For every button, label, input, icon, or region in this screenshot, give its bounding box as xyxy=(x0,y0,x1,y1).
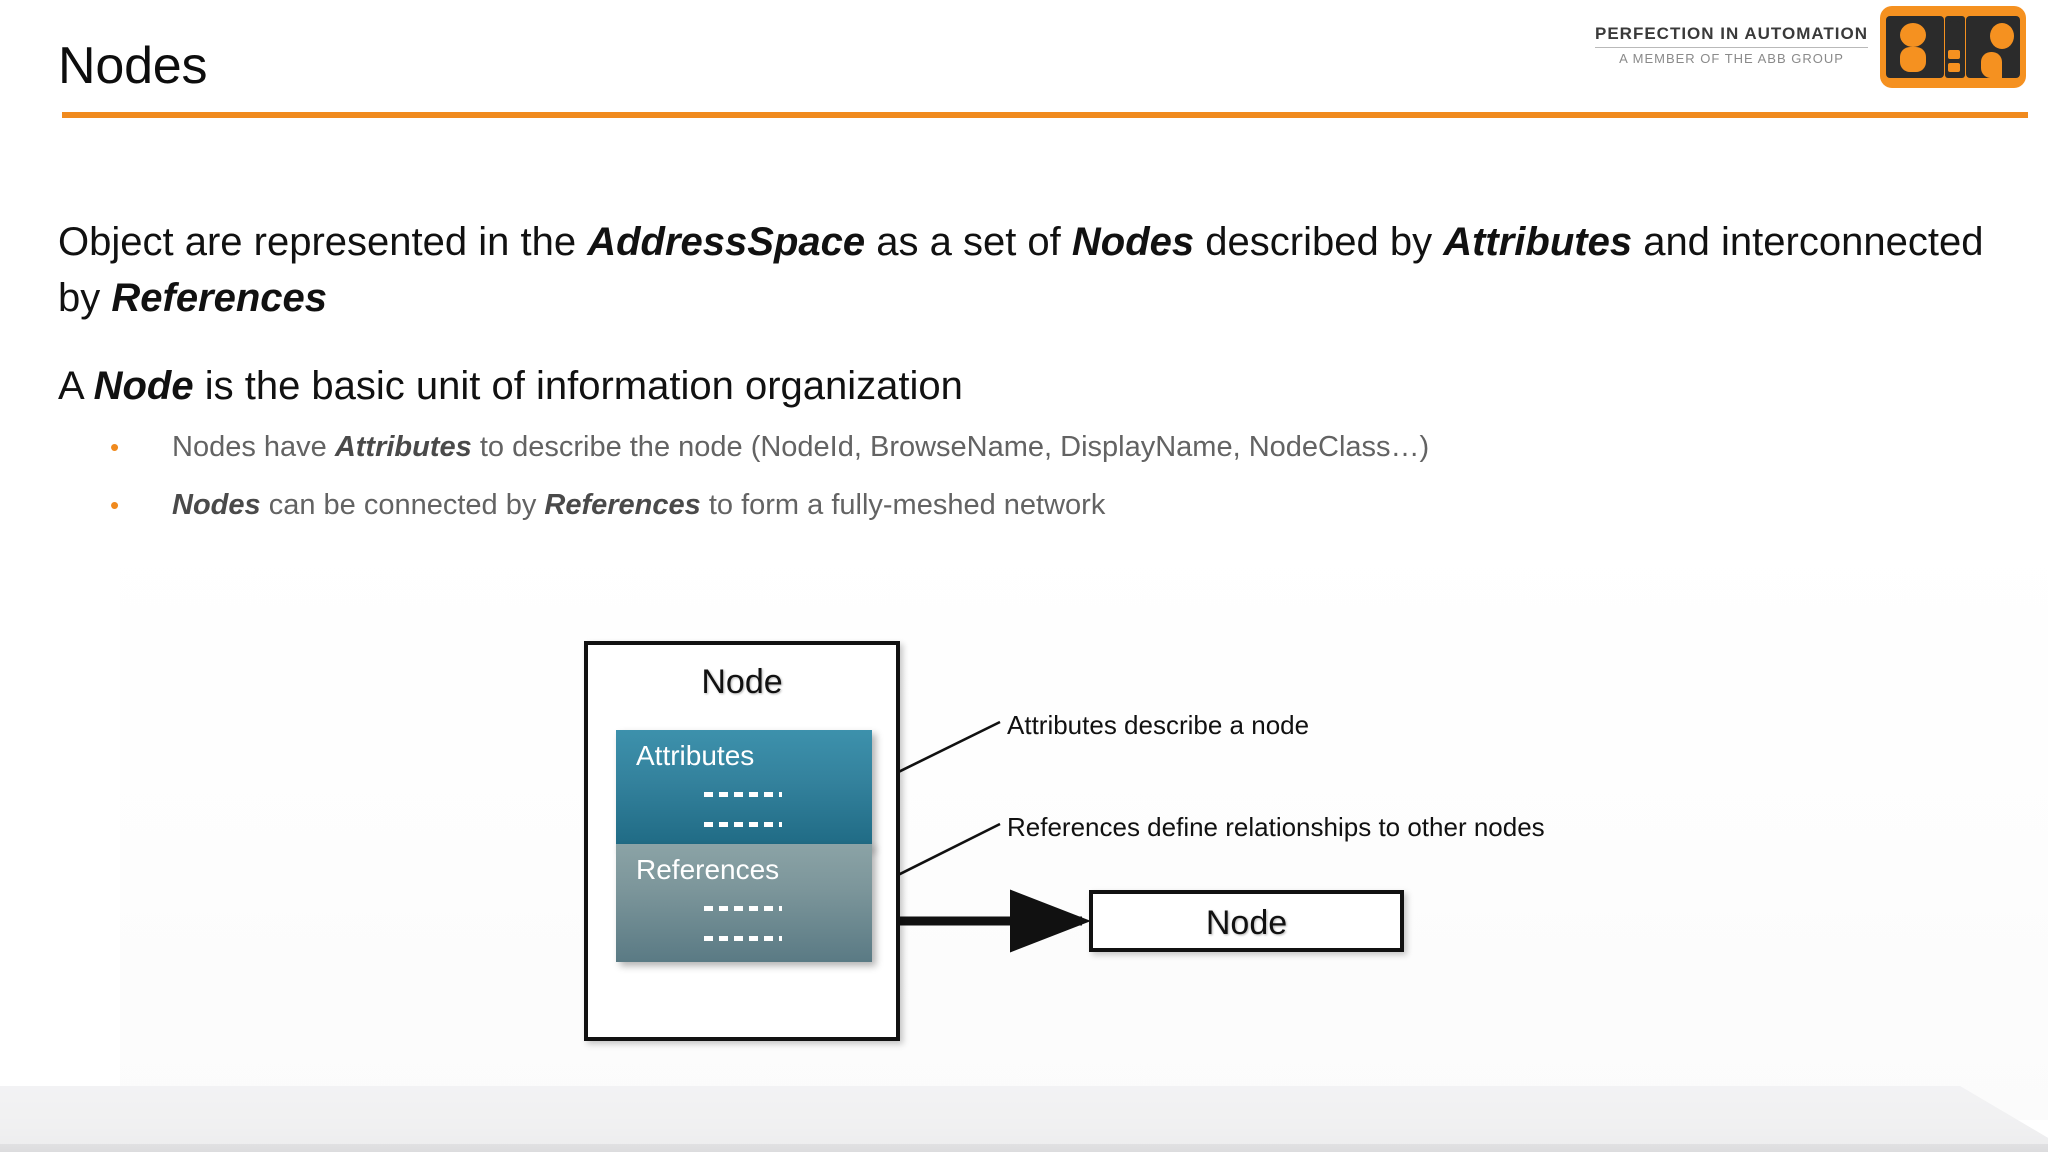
emphasis-term: Attributes xyxy=(334,431,472,463)
definition-paragraph: A Node is the basic unit of information … xyxy=(58,358,1988,414)
references-box-label: References xyxy=(636,854,780,885)
target-node-box: Node xyxy=(1089,890,1404,952)
body-text-run: to describe the node (NodeId, BrowseName… xyxy=(471,431,1430,463)
emphasis-term: Nodes xyxy=(172,489,261,521)
emphasis-term: Node xyxy=(93,364,194,408)
list-item: • Nodes have Attributes to describe the n… xyxy=(110,428,1910,466)
list-item: • Nodes can be connected by References to… xyxy=(110,486,1910,524)
target-node-label: Node xyxy=(1205,904,1288,942)
references-box: References xyxy=(616,844,872,962)
body-text-run: to form a fully-meshed network xyxy=(700,489,1106,521)
body-text-run: A xyxy=(58,364,94,408)
emphasis-term: Attributes xyxy=(1443,220,1633,264)
br-logo-icon xyxy=(1882,8,2024,86)
intro-paragraph: Object are represented in the AddressSpa… xyxy=(58,214,1988,326)
attributes-placeholder-line-1 xyxy=(704,792,782,797)
emphasis-term: AddressSpace xyxy=(587,220,866,264)
body-text-run: is the basic unit of information organiz… xyxy=(193,364,963,408)
body-text-run: described by xyxy=(1194,220,1444,264)
node-container-box: Node Attributes References xyxy=(584,641,900,1041)
attributes-box-label: Attributes xyxy=(636,740,755,771)
page-title: Nodes xyxy=(58,37,208,95)
logo-divider xyxy=(1594,47,1868,48)
attributes-placeholder-line-2 xyxy=(704,822,782,827)
body-text-run: Object are represented in the xyxy=(58,220,588,264)
body-text-run: can be connected by xyxy=(260,489,545,521)
logo-tagline: PERFECTION IN AUTOMATION xyxy=(1594,24,1868,43)
body-text-run: Nodes have xyxy=(172,431,335,463)
brand-logo: PERFECTION IN AUTOMATION A MEMBER OF THE… xyxy=(1594,8,2024,86)
references-placeholder-line-2 xyxy=(704,936,782,941)
bullet-dot-icon: • xyxy=(110,490,120,520)
emphasis-term: References xyxy=(544,489,701,521)
logo-text-group: PERFECTION IN AUTOMATION A MEMBER OF THE… xyxy=(1594,24,1868,70)
node-container-label: Node xyxy=(701,663,783,701)
footer-band xyxy=(0,1086,2048,1152)
list-item-text: Nodes can be connected by References to … xyxy=(172,486,1105,524)
bullet-dot-icon: • xyxy=(110,432,120,462)
br-logo-glyph xyxy=(1882,8,2024,86)
bullet-list: • Nodes have Attributes to describe the n… xyxy=(110,428,1910,544)
body-text-run: as a set of xyxy=(865,220,1072,264)
attributes-box: Attributes xyxy=(616,730,872,848)
title-accent-rule xyxy=(62,112,2028,118)
list-item-text: Nodes have Attributes to describe the no… xyxy=(172,428,1429,466)
callout-references-text: References define relationships to other… xyxy=(1007,812,1545,842)
callout-attributes-text: Attributes describe a node xyxy=(1007,710,1310,740)
emphasis-term: References xyxy=(111,276,328,320)
body-text-run: and interconnected by xyxy=(58,220,1984,320)
emphasis-term: Nodes xyxy=(1071,220,1195,264)
logo-subline: A MEMBER OF THE ABB GROUP xyxy=(1619,51,1844,66)
references-placeholder-line-1 xyxy=(704,906,782,911)
